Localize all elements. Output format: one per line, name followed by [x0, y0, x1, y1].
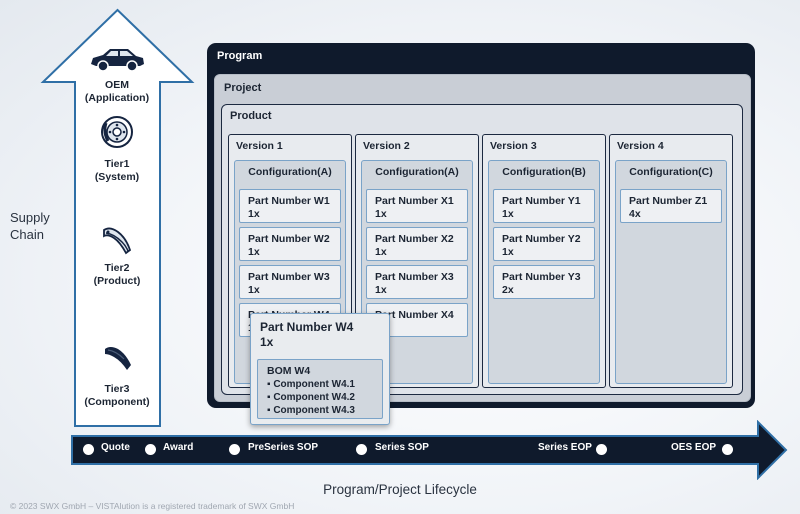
bom-component: ▪ Component W4.2 [267, 392, 355, 403]
milestone-dot [356, 444, 367, 455]
brake-pad-icon [105, 347, 131, 370]
part-card[interactable]: Part Number W1 1x [239, 189, 341, 223]
part-number: Part Number X2 [375, 233, 454, 245]
configuration-box: Configuration(C) Part Number Z1 4x [615, 160, 727, 384]
configuration-box: Configuration(B) Part Number Y1 1x Part … [488, 160, 600, 384]
part-quantity: 1x [248, 284, 260, 296]
brake-disc-icon [101, 116, 133, 148]
version-title: Version 4 [617, 140, 664, 152]
part-number: Part Number Y1 [502, 195, 581, 207]
part-card[interactable]: Part Number Y3 2x [493, 265, 595, 299]
supply-chain-label-line2: Chain [10, 227, 44, 242]
version-2-column: Version 2 Configuration(A) Part Number X… [355, 134, 479, 388]
part-number: Part Number Z1 [629, 195, 708, 207]
part-quantity: 4x [629, 208, 641, 220]
car-icon [91, 49, 144, 72]
milestone-dot [229, 444, 240, 455]
version-title: Version 2 [363, 140, 410, 152]
footer-copyright: © 2023 SWX GmbH – VISTAlution is a regis… [10, 501, 295, 511]
popup-part-number: Part Number W4 [260, 320, 354, 334]
part-number: Part Number X3 [375, 271, 454, 283]
lifecycle-label: Program/Project Lifecycle [323, 482, 477, 497]
configuration-box: Configuration(A) Part Number X1 1x Part … [361, 160, 473, 384]
part-number: Part Number X1 [375, 195, 454, 207]
part-card[interactable]: Part Number X2 1x [366, 227, 468, 261]
part-card[interactable]: Part Number Y1 1x [493, 189, 595, 223]
brake-caliper-icon [103, 227, 132, 255]
bom-component: ▪ Component W4.3 [267, 405, 355, 416]
part-quantity: 1x [375, 284, 387, 296]
part-card[interactable]: Part Number W2 1x [239, 227, 341, 261]
part-card[interactable]: Part Number Z1 4x [620, 189, 722, 223]
milestone-series-eop: Series EOP [538, 442, 592, 453]
supply-chain-label: Supply Chain [10, 209, 50, 243]
milestone-dot [145, 444, 156, 455]
part-card[interactable]: Part Number W3 1x [239, 265, 341, 299]
tier-oem-label: OEM [105, 79, 129, 91]
bom-component: ▪ Component W4.1 [267, 379, 355, 390]
tier2-label: Tier2 [104, 262, 130, 274]
tier1-label: Tier1 [104, 158, 130, 170]
version-4-column: Version 4 Configuration(C) Part Number Z… [609, 134, 733, 388]
part-card[interactable]: Part Number X1 1x [366, 189, 468, 223]
version-3-column: Version 3 Configuration(B) Part Number Y… [482, 134, 606, 388]
part-quantity: 1x [248, 246, 260, 258]
part-detail-popup[interactable]: Part Number W4 1x BOM W4 ▪ Component W4.… [250, 313, 390, 425]
supply-chain-arrow [40, 8, 195, 427]
milestone-oes-eop: OES EOP [671, 442, 717, 453]
configuration-title: Configuration(C) [629, 166, 713, 178]
popup-quantity: 1x [260, 335, 274, 349]
part-card[interactable]: Part Number Y2 1x [493, 227, 595, 261]
part-quantity: 2x [502, 284, 514, 296]
part-quantity: 1x [375, 208, 387, 220]
part-quantity: 1x [502, 246, 514, 258]
bom-title: BOM W4 [267, 365, 311, 377]
milestone-preseries-sop: PreSeries SOP [248, 442, 319, 453]
lifecycle-arrow [71, 420, 788, 480]
part-number: Part Number Y2 [502, 233, 581, 245]
part-number: Part Number X4 [375, 309, 454, 321]
part-number: Part Number W1 [248, 195, 330, 207]
part-card[interactable]: Part Number X3 1x [366, 265, 468, 299]
tier2-sublabel: (Product) [93, 275, 141, 287]
milestone-series-sop: Series SOP [375, 442, 429, 453]
milestone-quote: Quote [101, 442, 130, 453]
configuration-title: Configuration(B) [502, 166, 586, 178]
supply-chain-label-line1: Supply [10, 210, 50, 225]
project-title: Project [224, 82, 262, 94]
configuration-title: Configuration(A) [375, 166, 459, 178]
version-title: Version 1 [236, 140, 283, 152]
part-quantity: 1x [248, 208, 260, 220]
part-quantity: 1x [502, 208, 514, 220]
bom-box: BOM W4 ▪ Component W4.1 ▪ Component W4.2… [257, 359, 383, 419]
version-title: Version 3 [490, 140, 537, 152]
milestone-dot [596, 444, 607, 455]
configuration-title: Configuration(A) [248, 166, 332, 178]
part-quantity: 1x [375, 246, 387, 258]
milestone-award: Award [163, 442, 194, 453]
product-title: Product [230, 110, 272, 122]
tier3-label: Tier3 [104, 383, 130, 395]
part-number: Part Number Y3 [502, 271, 581, 283]
milestone-dot [83, 444, 94, 455]
program-title: Program [217, 50, 263, 62]
tier-oem-sublabel: (Application) [84, 92, 150, 104]
tier1-sublabel: (System) [94, 171, 140, 183]
milestone-dot [722, 444, 733, 455]
part-number: Part Number W3 [248, 271, 330, 283]
tier3-sublabel: (Component) [84, 396, 150, 408]
part-number: Part Number W2 [248, 233, 330, 245]
